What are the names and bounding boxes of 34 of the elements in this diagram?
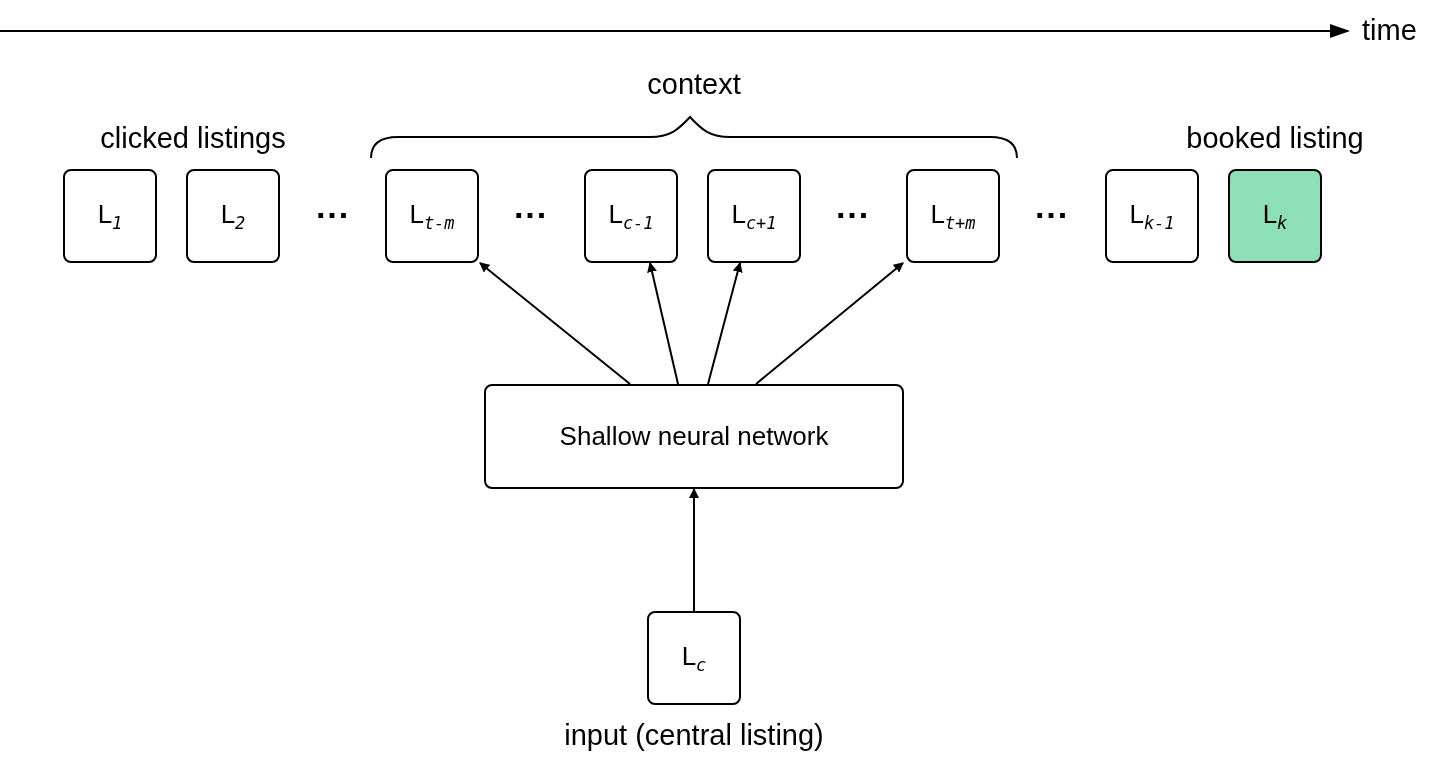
ellipsis: ··· [836, 196, 870, 235]
listing-box [906, 169, 1000, 263]
group-label: booked listing [1186, 122, 1364, 155]
arrow [755, 262, 904, 385]
listing-box [186, 169, 280, 263]
bracket-label: context [647, 68, 741, 101]
arrow [479, 262, 631, 385]
listing-label: L$_{c-1}$ [608, 198, 654, 234]
listing-label: L$_{c}$ [681, 640, 707, 676]
listing-label: L$_{2}$ [220, 198, 246, 234]
listing-box [707, 169, 801, 263]
listing-label: L$_{t-m}$ [409, 198, 455, 234]
listing-label: L$_{t+m}$ [930, 198, 976, 234]
ellipsis: ··· [316, 196, 350, 235]
process-box [484, 384, 904, 489]
listing-box [63, 169, 157, 263]
listing-box [1228, 169, 1322, 263]
arrow [647, 262, 679, 385]
ellipsis: ··· [1035, 196, 1069, 235]
listing-label: L$_{c+1}$ [731, 198, 777, 234]
listing-box [1105, 169, 1199, 263]
listing-box [584, 169, 678, 263]
arrow [707, 262, 743, 385]
group-label: clicked listings [100, 122, 286, 155]
listing-box [647, 611, 741, 705]
listing-label: L$_{k}$ [1262, 198, 1288, 234]
listing-label: L$_{k-1}$ [1129, 198, 1175, 234]
listing-box [385, 169, 479, 263]
ellipsis: ··· [514, 196, 548, 235]
listing-label: L$_{1}$ [97, 198, 123, 234]
time-label: time [1362, 14, 1417, 47]
arrow [689, 488, 699, 612]
node-caption: input (central listing) [564, 719, 824, 752]
process-label: Shallow neural network [559, 421, 829, 452]
